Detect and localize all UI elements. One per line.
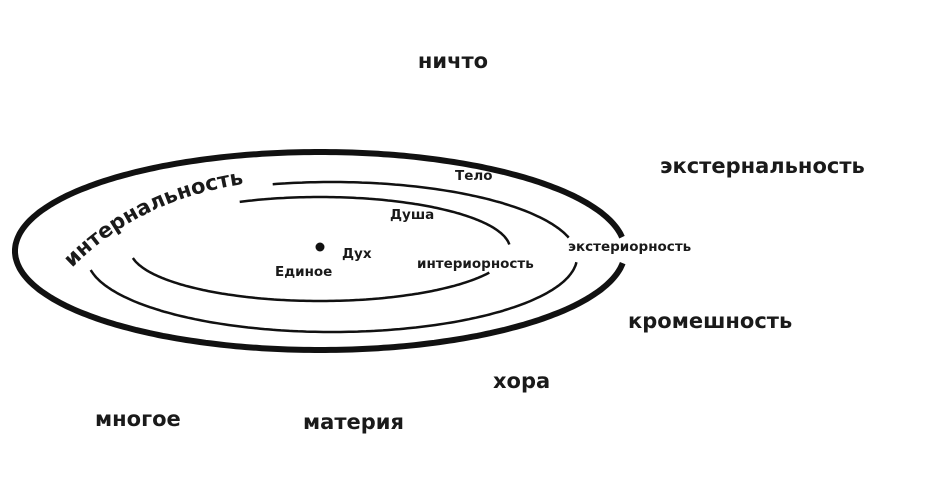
label-many: многое <box>95 407 181 431</box>
label-externality: экстернальность <box>660 154 865 178</box>
label-exteriority: экстериорность <box>568 239 691 255</box>
body-ellipse <box>89 180 578 334</box>
label-matter: материя <box>303 410 404 434</box>
soul-ellipse <box>131 195 511 303</box>
label-chora: хора <box>493 369 550 393</box>
label-darkness: кромешность <box>628 309 792 333</box>
outer-ellipse <box>12 149 626 353</box>
label-body: Тело <box>455 168 493 184</box>
label-internality-text: интернальность <box>59 165 245 271</box>
label-soul: Душа <box>390 207 434 223</box>
label-nothing: ничто <box>418 49 488 73</box>
label-internality: интернальность <box>59 165 245 271</box>
label-one: Единое <box>275 264 332 280</box>
center-dot <box>315 242 325 252</box>
label-spirit: Дух <box>342 246 372 262</box>
label-interiority: интериорность <box>417 256 534 272</box>
